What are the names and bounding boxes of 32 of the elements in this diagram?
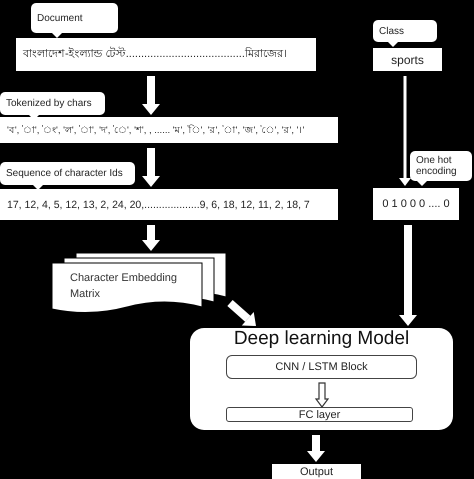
box-text: 'ব', 'া', 'ং', 'ল', 'া', 'দ', 'ে', 'শ', , ...... 'ম', 'ি', 'র', 'া', 'জ', 'ে', 'র', '।' [7, 124, 304, 138]
callout-label: One hot encoding [416, 155, 458, 177]
text-box [0, 117, 338, 143]
arrow [142, 148, 160, 187]
arrow [142, 225, 160, 251]
arrow [142, 76, 160, 115]
arrow [399, 225, 417, 326]
box-text: 17, 12, 4, 5, 12, 13, 2, 24, 20,...................9, 6, 18, 12, 11, 2, 18, 7 [7, 198, 310, 210]
layer-box [226, 407, 413, 422]
arrow [307, 435, 325, 462]
text-box [272, 464, 361, 479]
document-label: Character Embedding Matrix [70, 271, 178, 302]
layer-box [226, 355, 417, 379]
text-box [373, 188, 459, 220]
arrow [314, 382, 330, 408]
arrow [399, 76, 411, 186]
model-container [190, 328, 453, 430]
model-title: Deep learning Model [232, 328, 410, 350]
text-box [16, 38, 316, 71]
box-text: বাংলাদেশ-ইংল্যান্ড টেস্ট.......................................মিরাজের। [23, 46, 287, 62]
text-box [373, 48, 442, 71]
arrow [227, 300, 256, 326]
layer-label: CNN / LSTM Block [275, 361, 368, 373]
callout-label: Sequence of character Ids [6, 168, 123, 179]
layer-label: FC layer [298, 408, 340, 420]
callout-label: Class [379, 26, 404, 36]
box-text: Output [300, 466, 334, 478]
text-box [0, 189, 338, 220]
box-text: 0 1 0 0 0 .... 0 [382, 198, 450, 210]
callout-label: Document [37, 12, 83, 24]
callout-label: Tokenized by chars [6, 98, 92, 109]
box-text: sports [391, 52, 424, 66]
